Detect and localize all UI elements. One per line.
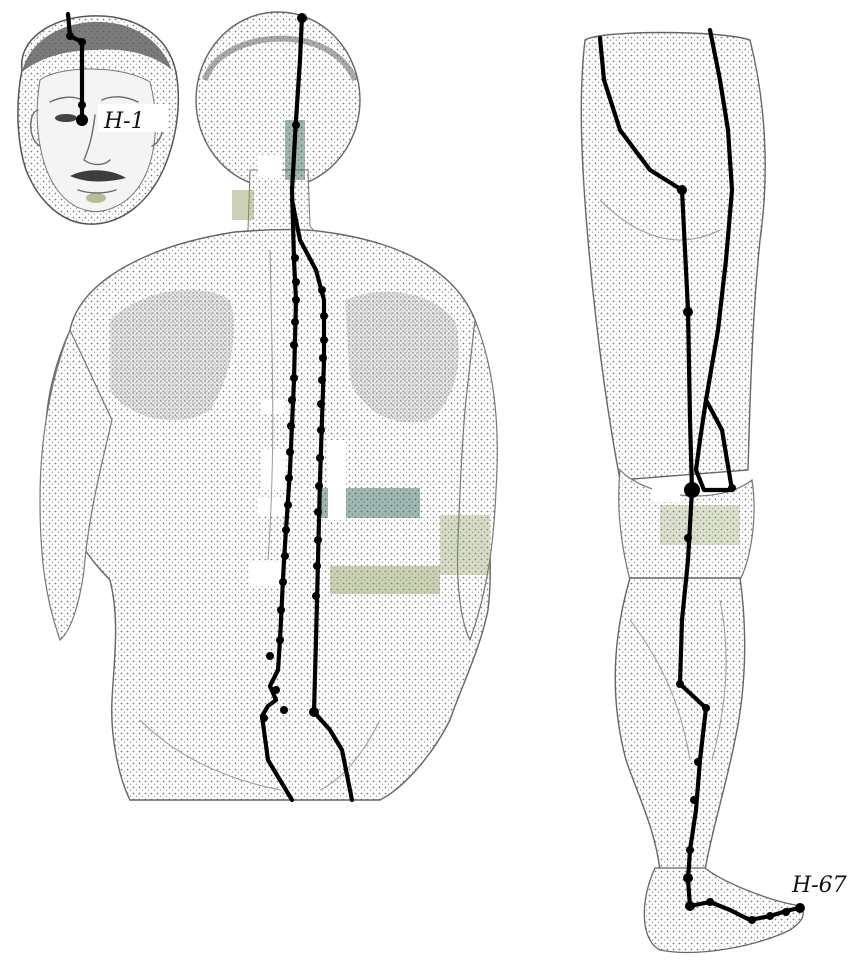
acupoint-marker <box>280 706 288 714</box>
acupoint-marker <box>318 286 326 294</box>
acupoint-marker <box>272 686 280 694</box>
acupoint-marker <box>287 422 295 430</box>
acupoint-marker <box>782 908 790 916</box>
acupoint-marker <box>291 254 299 262</box>
acupoint-marker <box>284 501 292 509</box>
acupoint-marker <box>292 278 300 286</box>
acupoint-marker <box>297 13 307 23</box>
acupoint-marker <box>677 185 687 195</box>
acupoint-marker <box>292 296 300 304</box>
acupoint-marker <box>291 318 299 326</box>
acupoint-marker <box>285 474 293 482</box>
acupoint-marker <box>312 592 320 600</box>
acupoint-marker <box>290 374 298 382</box>
acupoint-marker <box>316 454 324 462</box>
acupoint-marker <box>320 336 328 344</box>
acupoint-marker <box>314 508 322 516</box>
acupoint-marker <box>288 396 296 404</box>
acupoint-marker <box>684 482 700 498</box>
acupoint-marker <box>313 562 321 570</box>
acupoint-marker <box>266 652 274 660</box>
acupoint-marker <box>78 101 86 109</box>
acupoint-marker <box>66 32 74 40</box>
acupoint-marker <box>260 714 268 722</box>
acupoint-marker <box>277 606 285 614</box>
acupoint-marker <box>683 873 693 883</box>
acupoint-marker <box>290 341 298 349</box>
acupoint-marker <box>282 526 290 534</box>
acupoint-marker <box>286 448 294 456</box>
label-h67: H-67 <box>791 873 847 898</box>
acupoint-marker <box>702 704 710 712</box>
acupoint-marker <box>320 312 328 320</box>
acupoint-marker <box>706 898 714 906</box>
acupoint-marker <box>309 707 319 717</box>
acupoint-marker <box>279 578 287 586</box>
acupoint-marker <box>317 426 325 434</box>
label-start: H-1 <box>98 104 168 134</box>
acupoint-marker <box>684 534 692 542</box>
acupoint-marker <box>685 901 695 911</box>
label-end: H-67 <box>790 868 856 898</box>
acupoint-marker <box>276 636 284 644</box>
acupoint-marker <box>694 758 702 766</box>
acupoint-marker <box>676 680 684 688</box>
acupoint-marker <box>318 376 326 384</box>
acupoint-marker <box>317 400 325 408</box>
acupoint-marker <box>728 484 736 492</box>
acupoint-marker <box>281 552 289 560</box>
acupoint-marker <box>292 121 300 129</box>
acupoint-marker <box>683 307 693 317</box>
acupoint-end <box>795 903 805 913</box>
acupoint-marker <box>314 536 322 544</box>
acupoint-marker <box>686 846 694 854</box>
acupoint-marker <box>690 796 698 804</box>
label-h1: H-1 <box>103 109 145 134</box>
acupoint-marker <box>766 912 774 920</box>
acupoint-marker <box>78 38 86 46</box>
acupoint-marker <box>315 482 323 490</box>
acupoint-marker <box>319 354 327 362</box>
acupoint-marker <box>748 916 756 924</box>
acupoint-start <box>76 114 88 126</box>
